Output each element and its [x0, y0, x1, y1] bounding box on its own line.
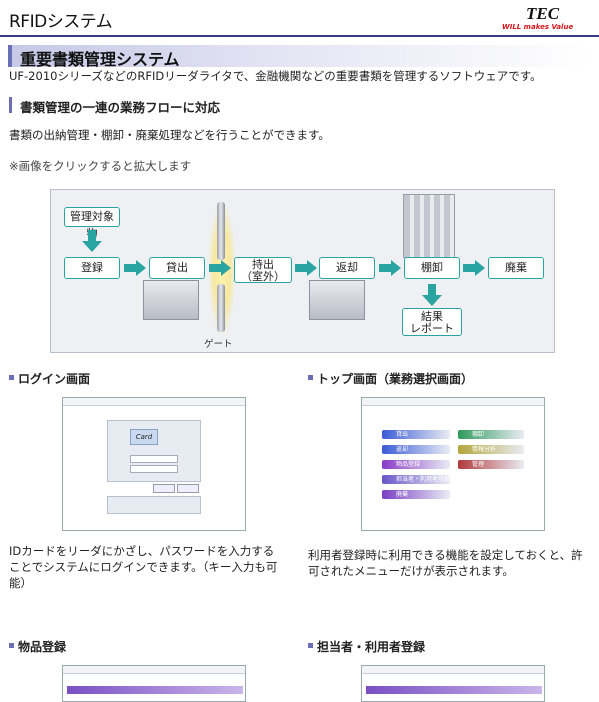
flow-box-register: 登録: [64, 257, 120, 279]
login-description-line3: 能）: [9, 576, 32, 590]
item-register-titlebar: [63, 666, 245, 674]
section-paragraph: 書類の出納管理・棚卸・廃棄処理などを行うことができます。: [9, 128, 330, 142]
top-description-line2: 可されたメニューだけが表示されます。: [308, 564, 514, 578]
cabinet-image-lend: [143, 280, 199, 320]
login-titlebar: [63, 398, 245, 406]
result-line2: レポート: [410, 322, 454, 335]
top-bullet: [308, 375, 313, 380]
top-left-menu-button: 廃棄: [382, 490, 450, 499]
page-title: 重要書類管理システム: [20, 50, 180, 69]
login-description: IDカードをリーダにかざし、パスワードを入力する ことでシステムにログインできま…: [9, 543, 304, 591]
top-menu-right: 棚卸情報分析管理: [458, 430, 524, 475]
login-screenshot-thumbnail[interactable]: Card: [62, 397, 246, 531]
item-register-bullet: [9, 643, 14, 648]
login-id-field: [130, 455, 178, 463]
top-left-menu-button: 返却: [382, 445, 450, 454]
arrow-right-icon: [124, 260, 146, 276]
flow-box-dispose: 廃棄: [488, 257, 544, 279]
top-left-menu-button: 物品登録: [382, 460, 450, 469]
top-title: トップ画面（業務選択画面）: [317, 372, 474, 386]
login-password-field: [130, 465, 178, 473]
site-header: RFIDシステム TEC WILL makes Value: [0, 0, 599, 34]
login-description-line2: ことでシステムにログインできます。（キー入力も可: [9, 560, 278, 574]
login-title: ログイン画面: [18, 372, 91, 386]
login-bullet: [9, 375, 14, 380]
flow-box-carry-out: 持出 （室外）: [234, 257, 292, 283]
section-title: 書類管理の一連の業務フローに対応: [20, 100, 221, 115]
user-register-header-bar: [366, 686, 542, 694]
top-screenshot-thumbnail[interactable]: 貸出返却物品登録担当者・利用者登録廃棄 棚卸情報分析管理: [361, 397, 545, 531]
cabinet-image-return: [309, 280, 365, 320]
arrow-right-icon: [379, 260, 401, 276]
top-menu-left: 貸出返却物品登録担当者・利用者登録廃棄: [382, 430, 450, 505]
top-left-menu-button: 貸出: [382, 430, 450, 439]
gate-label: ゲート: [204, 339, 233, 350]
flow-box-return: 返却: [319, 257, 375, 279]
flow-box-result-report: 結果 レポート: [402, 308, 462, 336]
flow-box-managed-items: 管理対象物: [64, 207, 120, 240]
site-title[interactable]: RFIDシステム: [9, 12, 113, 32]
login-panel: Card: [107, 420, 201, 482]
shelf-image: [403, 194, 455, 258]
login-card-image: Card: [130, 429, 158, 445]
section-marker: [9, 97, 12, 113]
login-ok-button: [153, 484, 175, 493]
item-register-title: 物品登録: [18, 640, 67, 654]
top-right-menu-button: 棚卸: [458, 430, 524, 439]
arrow-down-icon: [82, 230, 102, 252]
tec-logo[interactable]: TEC WILL makes Value: [502, 4, 590, 34]
flow-box-lend: 貸出: [149, 257, 205, 279]
carry-out-line1: 持出: [252, 258, 274, 271]
item-register-header-bar: [67, 686, 243, 694]
workflow-diagram[interactable]: ゲート 管理対象物 登録 貸出 持出 （室外） 返却 棚卸 廃棄 結果 レポート: [50, 189, 555, 353]
top-right-menu-button: 情報分析: [458, 445, 524, 454]
login-cancel-button: [177, 484, 199, 493]
top-right-menu-button: 管理: [458, 460, 524, 469]
login-message-area: [107, 496, 201, 514]
login-description-line1: IDカードをリーダにかざし、パスワードを入力する: [9, 544, 275, 558]
arrow-right-icon: [463, 260, 485, 276]
gate-post-bottom: [217, 284, 225, 332]
result-line1: 結果: [421, 310, 443, 323]
user-register-titlebar: [362, 666, 544, 674]
user-register-screenshot-thumbnail[interactable]: [361, 665, 545, 702]
user-register-title: 担当者・利用者登録: [317, 640, 426, 654]
user-register-bullet: [308, 643, 313, 648]
carry-out-line2: （室外）: [241, 270, 285, 283]
top-titlebar: [362, 398, 544, 406]
item-register-screenshot-thumbnail[interactable]: [62, 665, 246, 702]
page-lead-text: UF-2010シリーズなどのRFIDリーダライタで、金融機関などの重要書類を管理…: [9, 69, 542, 83]
page-title-band: 重要書類管理システム: [8, 45, 590, 69]
enlarge-note: ※画像をクリックすると拡大します: [9, 159, 192, 173]
arrow-down-icon: [422, 284, 442, 306]
top-description-line1: 利用者登録時に利用できる機能を設定しておくと、許: [308, 548, 583, 562]
top-left-menu-button: 担当者・利用者登録: [382, 475, 450, 484]
flow-box-inventory: 棚卸: [404, 257, 460, 279]
logo-text: TEC: [526, 4, 560, 23]
arrow-right-icon: [295, 260, 317, 276]
logo-tagline: WILL makes Value: [502, 23, 574, 31]
header-divider: [0, 35, 599, 37]
top-description: 利用者登録時に利用できる機能を設定しておくと、許 可されたメニューだけが表示され…: [308, 547, 598, 579]
gate-post-top: [217, 202, 225, 260]
arrow-right-icon: [209, 260, 231, 276]
